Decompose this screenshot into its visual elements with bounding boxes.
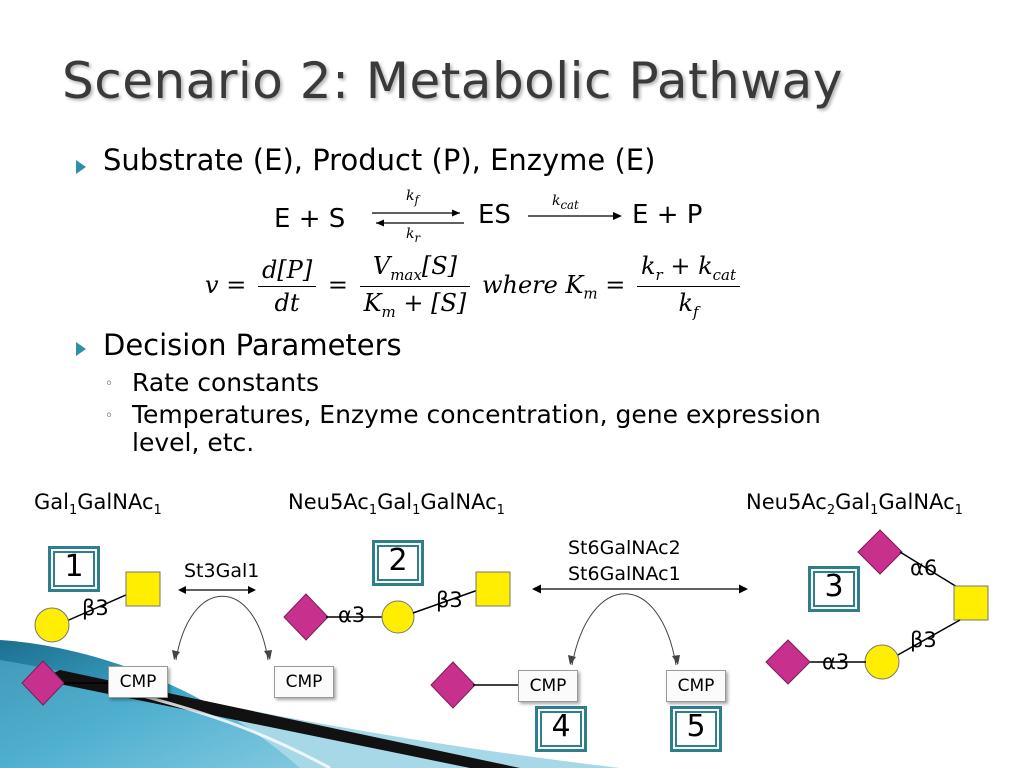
reaction-es: ES <box>478 200 511 230</box>
neu5ac-diamond-icon <box>765 639 811 685</box>
bullet-decision-parameters: Decision Parameters <box>103 328 402 362</box>
number-box-2: 2 <box>372 540 424 586</box>
galnac-square-icon <box>125 571 161 607</box>
equilibrium-arrows-icon <box>372 209 464 227</box>
reaction-rhs: E + P <box>632 200 703 230</box>
page-title: Scenario 2: Metabolic Pathway <box>62 52 843 110</box>
cmp-box: CMP <box>666 670 726 702</box>
linkage-alpha6: α6 <box>910 556 938 580</box>
galnac-square-icon <box>953 585 989 621</box>
galnac-square-icon <box>475 571 511 607</box>
cmp-box: CMP <box>274 666 334 698</box>
sub-bullet-rate-constants: Rate constants <box>132 368 319 397</box>
sub-bullet-icon: ◦ <box>105 408 114 424</box>
glycan-label-2: Neu5Ac1Gal1GalNAc1 <box>288 490 505 519</box>
linkage-beta3: β3 <box>436 588 463 612</box>
reaction-lhs: E + S <box>274 204 346 234</box>
linkage-alpha3: α3 <box>338 603 366 627</box>
number-box-4: 4 <box>535 706 587 752</box>
bullet-substrate: Substrate (E), Product (P), Enzyme (E) <box>103 143 656 177</box>
gal-circle-icon <box>864 644 900 680</box>
neu5ac-diamond-icon <box>21 660 65 706</box>
rate-kcat: kcat <box>552 193 579 212</box>
glycan-label-1: Gal1GalNAc1 <box>34 490 162 519</box>
neu5ac-diamond-icon <box>857 529 903 575</box>
rate-kr: kr <box>406 226 421 245</box>
bullet-arrow-icon <box>76 342 86 356</box>
sub-bullet-temperatures-cont: level, etc. <box>132 428 255 457</box>
number-box-3: 3 <box>808 566 860 612</box>
enzyme-label-st3gal1: St3Gal1 <box>184 560 260 582</box>
cmp-box: CMP <box>108 666 168 698</box>
neu5ac-diamond-icon <box>430 661 476 709</box>
gal-circle-icon <box>34 607 70 643</box>
pathway-graphics <box>21 529 989 709</box>
michaelis-menten-equation: v = d[P]dt = Vmax[S] Km + [S] where Km =… <box>205 252 744 321</box>
gal-circle-icon <box>381 600 415 634</box>
neu5ac-diamond-icon <box>283 593 329 641</box>
rate-kf: kf <box>406 188 419 207</box>
sub-bullet-temperatures: Temperatures, Enzyme concentration, gene… <box>132 400 821 429</box>
linkage-beta3: β3 <box>910 628 937 652</box>
number-box-5: 5 <box>670 706 722 752</box>
linkage-beta3: β3 <box>82 596 109 620</box>
linkage-alpha3: α3 <box>822 650 850 674</box>
enzyme-label-st6galnac2: St6GalNAc2 <box>568 537 681 559</box>
forward-arrow-icon <box>528 212 622 220</box>
sub-bullet-icon: ◦ <box>105 376 114 392</box>
number-box-1: 1 <box>48 546 100 592</box>
glycan-label-3: Neu5Ac2Gal1GalNAc1 <box>746 490 963 519</box>
enzyme-label-st6galnac1: St6GalNAc1 <box>568 563 681 585</box>
cmp-box: CMP <box>518 670 578 702</box>
bullet-arrow-icon <box>76 160 86 174</box>
